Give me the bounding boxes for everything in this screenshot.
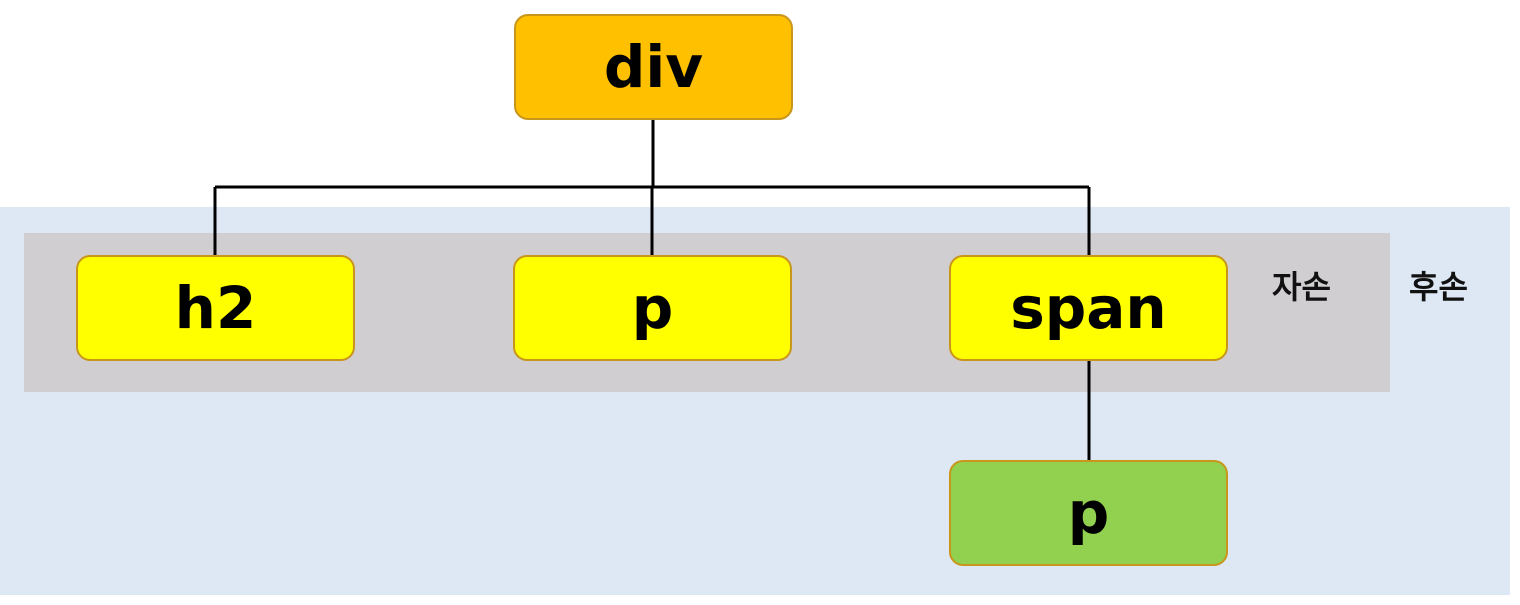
node-div-label: div bbox=[603, 33, 704, 101]
node-p-child: p bbox=[513, 255, 792, 361]
children-label: 자손 bbox=[1272, 268, 1331, 306]
node-h2: h2 bbox=[76, 255, 355, 361]
node-p-grandchild: p bbox=[949, 460, 1228, 566]
node-div: div bbox=[514, 14, 793, 120]
node-span: span bbox=[949, 255, 1228, 361]
node-p-child-label: p bbox=[631, 274, 674, 342]
descendants-label: 후손 bbox=[1409, 268, 1468, 306]
node-span-label: span bbox=[1010, 274, 1167, 342]
node-p-grandchild-label: p bbox=[1067, 479, 1110, 547]
node-h2-label: h2 bbox=[174, 274, 257, 342]
